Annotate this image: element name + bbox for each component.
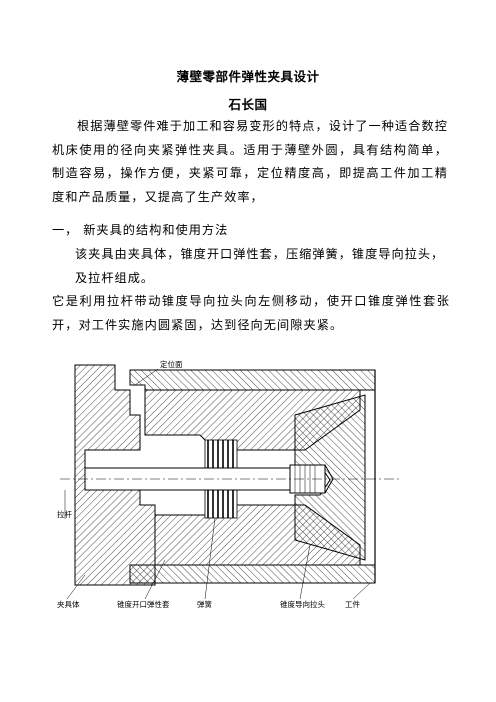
section-heading: 一， 新夹具的结构和使用方法	[52, 223, 229, 237]
label-guide-head: 锥度导向拉头	[280, 599, 325, 609]
document-author: 石长国	[228, 97, 268, 112]
label-spring: 弹簧	[197, 599, 212, 609]
label-workpiece: 工件	[345, 599, 360, 609]
abstract-text: 根据薄壁零件难于加工和容易变形的特点，设计了一种适合数控机床使用的径向夹紧弹性夹…	[52, 119, 448, 204]
label-fixture-body: 夹具体	[57, 599, 80, 609]
abstract-paragraph: 根据薄壁零件难于加工和容易变形的特点，设计了一种适合数控机床使用的径向夹紧弹性夹…	[52, 115, 448, 209]
label-locating-face: 定位面	[160, 359, 183, 369]
fixture-drawing: 定位面 拉杆 夹具体 锥度开口弹性套 弹簧 锥度导向拉头 工件	[57, 359, 400, 609]
workpiece-top	[129, 369, 376, 391]
usage-paragraph: 它是利用拉杆带动锥度导向拉头向左侧移动，使开口锥度弹性套张开，对工件实施内圆紧固…	[52, 290, 450, 337]
spring	[204, 439, 238, 519]
usage-text: 它是利用拉杆带动锥度导向拉头向左侧移动，使开口锥度弹性套张开，对工件实施内圆紧固…	[52, 294, 450, 332]
document-title: 薄壁零部件弹性夹具设计	[176, 69, 320, 84]
workpiece-bottom	[129, 564, 376, 584]
section-text-line: 及拉杆组成。	[75, 271, 155, 285]
label-pull-rod: 拉杆	[57, 509, 72, 519]
label-elastic-sleeve: 锥度开口弹性套	[117, 599, 170, 609]
section-text-line: 该夹具由夹具体，锥度开口弹性套，压缩弹簧，锥度导向拉头，	[75, 247, 445, 261]
